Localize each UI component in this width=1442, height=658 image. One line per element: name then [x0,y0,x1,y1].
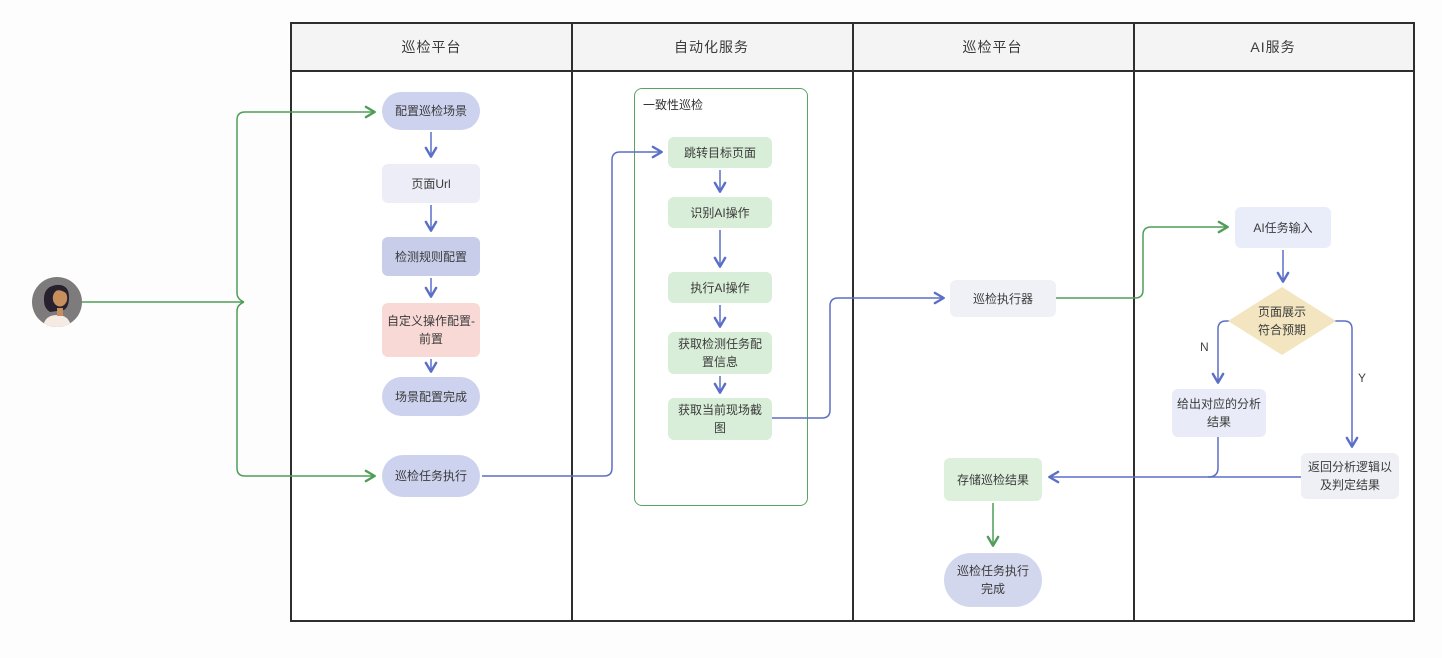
node-jump-target-page: 跳转目标页面 [668,137,772,168]
node-recognize-ai-op: 识别AI操作 [668,197,772,228]
node-get-task-config: 获取检测任务配 置信息 [668,332,772,374]
node-analysis-result: 给出对应的分析 结果 [1172,389,1266,437]
user-avatar [31,276,83,328]
lane-divider [852,22,854,622]
lane-divider [571,22,573,622]
node-custom-op-config: 自定义操作配置- 前置 [382,303,480,357]
node-inspection-task-exec: 巡检任务执行 [382,455,480,497]
lane-divider [1133,22,1135,622]
node-store-result: 存储巡检结果 [944,458,1042,501]
node-get-screenshot: 获取当前现场截 图 [668,398,772,440]
node-detection-rule-config: 检测规则配置 [382,237,480,276]
person-icon [32,277,82,327]
node-configure-scene: 配置巡检场景 [382,92,480,130]
node-return-logic: 返回分析逻辑以 及判定结果 [1301,453,1399,499]
node-execute-ai-op: 执行AI操作 [668,272,772,303]
consistency-group-label: 一致性巡检 [643,98,704,112]
node-task-complete: 巡检任务执行 完成 [944,553,1042,607]
node-scene-config-done: 场景配置完成 [382,377,480,416]
branch-label-no: N [1200,340,1209,354]
lane-header-inspection-platform-1: 巡检平台 [292,22,571,72]
lane-header-ai-service: AI服务 [1133,22,1413,72]
node-page-url: 页面Url [382,164,480,203]
node-inspection-executor: 巡检执行器 [950,280,1056,317]
node-ai-task-input: AI任务输入 [1235,207,1331,248]
lane-header-inspection-platform-2: 巡检平台 [852,22,1133,72]
lane-header-automation-service: 自动化服务 [571,22,852,72]
branch-label-yes: Y [1358,371,1367,385]
